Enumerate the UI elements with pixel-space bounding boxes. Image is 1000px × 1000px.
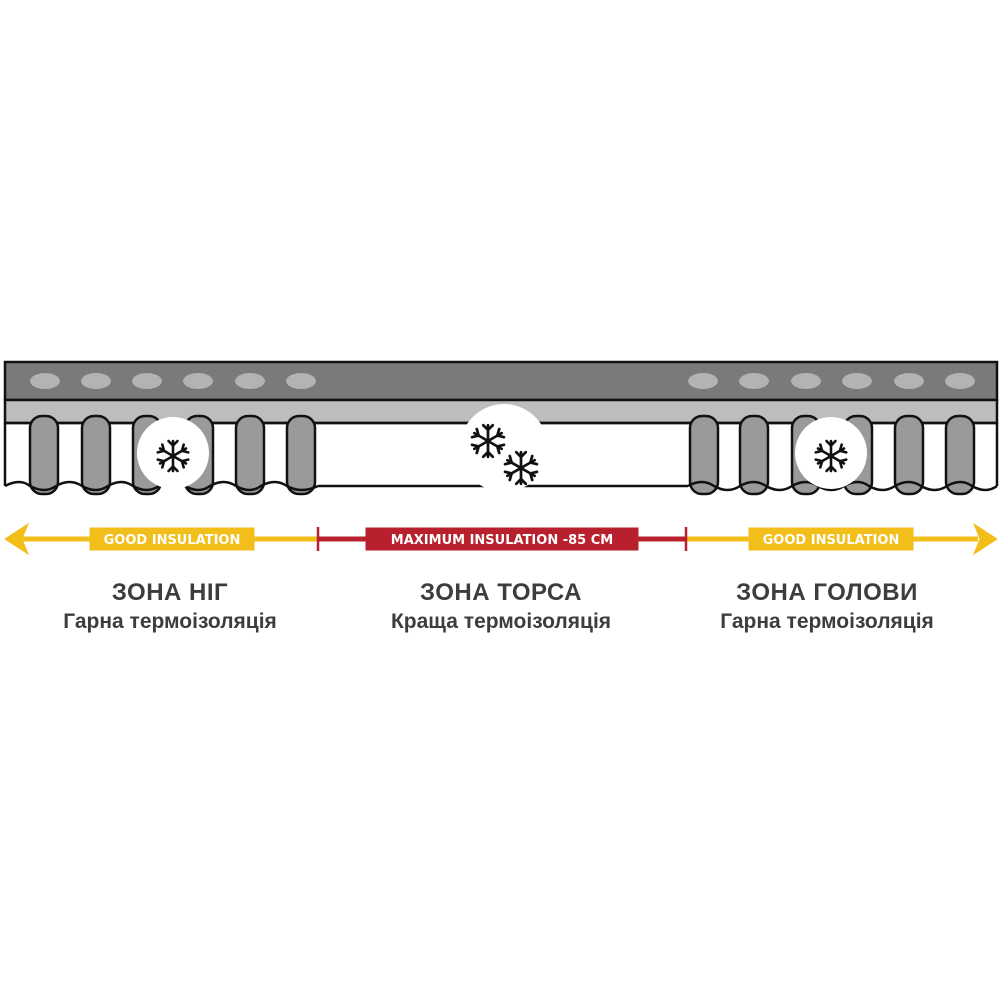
good-insulation-badge-left xyxy=(89,527,255,551)
zone-torso-title: ЗОНА ТОРСА xyxy=(420,579,582,606)
tube xyxy=(738,414,770,496)
top-layer-ellipse xyxy=(842,373,872,389)
snowflake-bubble-torso xyxy=(460,404,548,492)
maximum-insulation-label: MAXIMUM INSULATION -85 CM xyxy=(391,533,613,548)
top-layer-ellipse xyxy=(81,373,111,389)
tube xyxy=(893,414,925,496)
top-layer-ellipse xyxy=(688,373,718,389)
tube xyxy=(944,414,976,496)
zone-feet-title: ЗОНА НІГ xyxy=(111,579,229,606)
top-layer-ellipse xyxy=(894,373,924,389)
top-layer-ellipse xyxy=(286,373,316,389)
zone-head: ЗОНА ГОЛОВИ Гарна термоізоляція xyxy=(662,578,992,636)
top-layer xyxy=(3,360,999,402)
snowflake-bubble-head xyxy=(795,417,867,489)
tube xyxy=(234,414,266,496)
top-layer-ellipse xyxy=(183,373,213,389)
snowflake-bubble-feet xyxy=(137,417,209,489)
top-layer-ellipse xyxy=(945,373,975,389)
tube xyxy=(80,414,112,496)
arrow-head-right xyxy=(972,522,998,556)
tube xyxy=(688,414,720,496)
maximum-insulation-badge xyxy=(365,527,639,551)
zone-torso: ЗОНА ТОРСА Краща термоізоляція xyxy=(336,578,666,636)
good-insulation-label-right: GOOD INSULATION xyxy=(763,533,900,548)
top-layer-ellipse xyxy=(30,373,60,389)
top-layer-ellipse xyxy=(791,373,821,389)
top-layer-ellipses xyxy=(30,373,975,389)
tube xyxy=(28,414,60,496)
good-insulation-badge-right xyxy=(748,527,914,551)
zone-torso-subtitle: Краща термоізоляція xyxy=(390,610,612,633)
good-insulation-label-left: GOOD INSULATION xyxy=(104,533,241,548)
zone-feet-subtitle: Гарна термоізоляція xyxy=(63,610,277,633)
top-layer-ellipse xyxy=(739,373,769,389)
zone-head-title: ЗОНА ГОЛОВИ xyxy=(736,579,918,606)
insulation-arrow: GOOD INSULATION MAXIMUM INSULATION -85 C… xyxy=(4,522,998,556)
top-layer-ellipse xyxy=(132,373,162,389)
zone-head-subtitle: Гарна термоізоляція xyxy=(720,610,934,633)
tube xyxy=(285,414,317,496)
top-layer-ellipse xyxy=(235,373,265,389)
zone-feet: ЗОНА НІГ Гарна термоізоляція xyxy=(5,578,335,636)
arrow-head-left xyxy=(4,522,30,556)
